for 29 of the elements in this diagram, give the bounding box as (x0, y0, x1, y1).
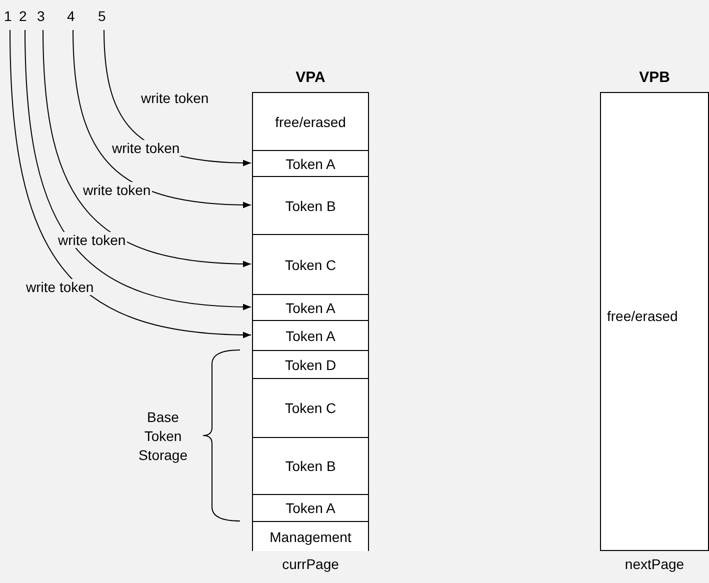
segment-label: Token B (285, 198, 336, 214)
edge-label: write token (140, 90, 210, 106)
segment-label: free/erased (275, 114, 346, 130)
segment-label: Token A (286, 328, 336, 344)
arrow (42, 30, 252, 267)
segment-label: Token C (284, 256, 336, 272)
step-number: 1 (4, 8, 12, 24)
segment-label: Management (270, 528, 352, 544)
page-name: currPage (281, 556, 340, 572)
arrow (72, 30, 252, 208)
edge-label: write token (25, 279, 95, 295)
step-number: 4 (67, 8, 75, 24)
segment-label: Token A (286, 156, 336, 172)
segment-label: Token A (286, 500, 336, 516)
edge-label: write token (111, 140, 181, 156)
bracket-label: Base Token Storage (137, 408, 189, 464)
edge-label: write token (82, 182, 152, 198)
step-number: 2 (19, 8, 27, 24)
step-number: 5 (98, 8, 106, 24)
page-content-label: free/erased (607, 308, 678, 324)
page-title: VPA (294, 69, 326, 86)
edge-label: write token (57, 232, 127, 248)
page-name: nextPage (624, 556, 686, 572)
segment-label: Token B (285, 458, 336, 474)
page-title: VPB (638, 69, 671, 86)
segment-label: Token D (284, 356, 336, 372)
step-number: 3 (37, 8, 45, 24)
segment-label: Token C (284, 400, 336, 416)
segment-label: Token A (286, 300, 336, 316)
